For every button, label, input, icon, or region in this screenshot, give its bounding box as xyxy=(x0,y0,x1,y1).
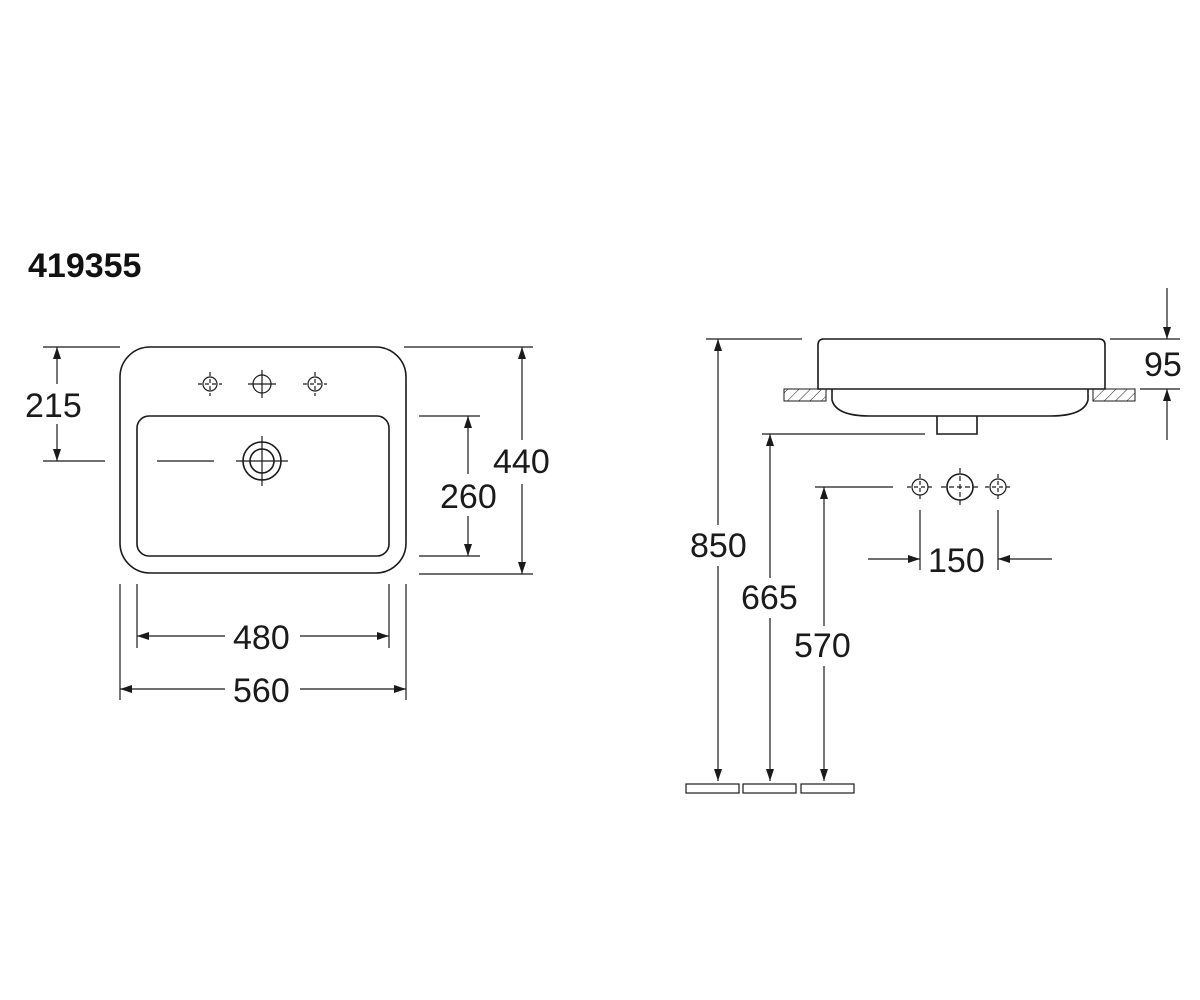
basin-bowl-outline xyxy=(831,389,1089,417)
product-code: 419355 xyxy=(28,247,141,285)
floor-plate-right xyxy=(800,783,855,794)
dim-440-label: 440 xyxy=(493,443,550,481)
drain-icon xyxy=(236,436,288,486)
floor-plate-center xyxy=(742,783,797,794)
bowl-inner-outline xyxy=(136,415,390,557)
dim-665-label: 665 xyxy=(741,579,798,617)
tap-hole-center-icon xyxy=(248,370,276,398)
tap-hole-left-icon xyxy=(198,372,222,396)
dim-150-label: 150 xyxy=(928,542,985,580)
countertop-left-hatch xyxy=(783,388,827,402)
top-view: 215 440 260 480 560 xyxy=(25,346,550,710)
waste-outlet-outline xyxy=(936,416,978,435)
dim-850-label: 850 xyxy=(690,527,747,565)
dim-570-label: 570 xyxy=(794,627,851,665)
countertop-right-hatch xyxy=(1092,388,1136,402)
tap-hole-right-icon xyxy=(303,372,327,396)
dim-560-label: 560 xyxy=(233,672,290,710)
dim-480-label: 480 xyxy=(233,619,290,657)
tap-hole-small-left-icon xyxy=(907,474,933,500)
dim-95-label: 95 xyxy=(1144,346,1182,384)
dim-215-label: 215 xyxy=(25,387,82,425)
side-view: 95 850 665 570 xyxy=(685,288,1182,794)
basin-outer-outline xyxy=(119,346,407,574)
floor-plate-left xyxy=(685,783,740,794)
tap-hole-small-right-icon xyxy=(985,474,1011,500)
tap-hole-large-center-icon xyxy=(941,468,979,506)
dim-260-label: 260 xyxy=(440,478,497,516)
basin-rim-outline xyxy=(817,338,1106,390)
